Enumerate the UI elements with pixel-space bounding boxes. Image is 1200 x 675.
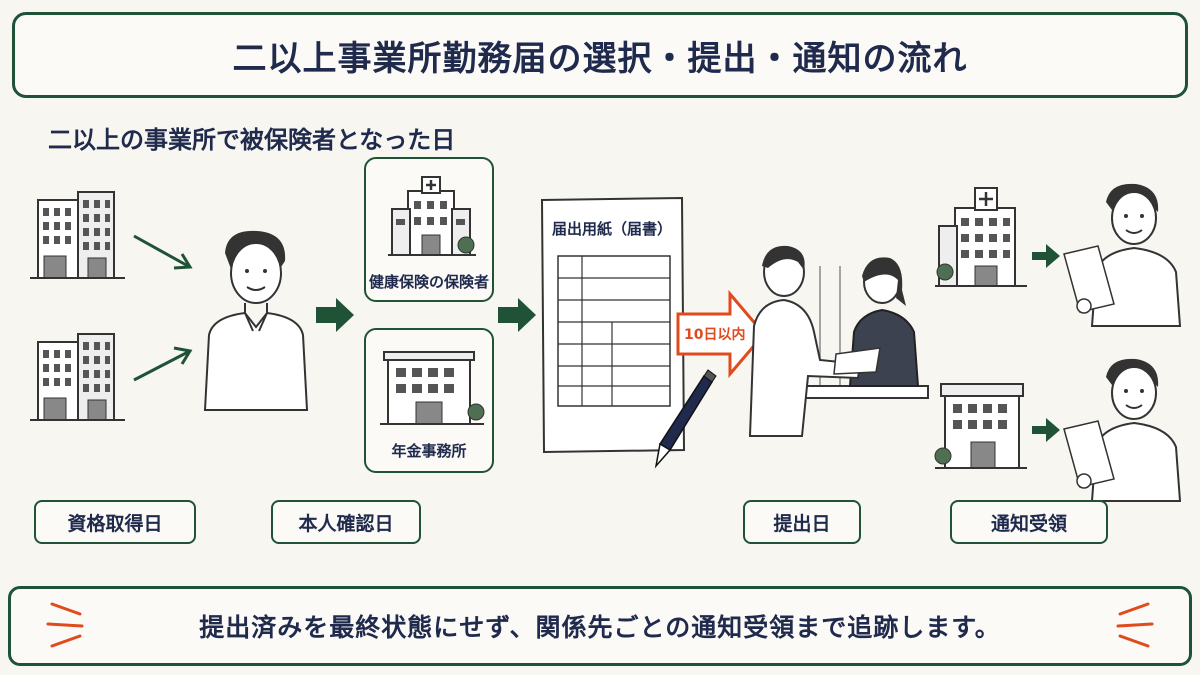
emphasis-lines-icon bbox=[46, 602, 84, 648]
pension-office-box: 年金事務所 bbox=[364, 328, 494, 473]
counter-submission-scene bbox=[748, 245, 929, 437]
form-document-icon bbox=[540, 196, 686, 454]
subtitle: 二以上の事業所で被保険者となった日 bbox=[48, 126, 456, 154]
person-reading-notice-icon bbox=[1063, 358, 1182, 502]
office-building-icon bbox=[380, 351, 485, 425]
flow-arrow-icon bbox=[498, 298, 536, 332]
health-insurer-box: 健康保険の保険者 bbox=[364, 157, 494, 302]
pen-icon bbox=[654, 369, 717, 469]
deadline-arrow-icon bbox=[676, 289, 766, 379]
small-arrow-icon bbox=[1032, 244, 1060, 268]
health-insurer-caption: 健康保険の保険者 bbox=[368, 273, 489, 291]
emphasis-lines-icon bbox=[1116, 602, 1154, 648]
small-arrow-icon bbox=[1032, 418, 1060, 442]
step-label-acquisition-date: 資格取得日 bbox=[34, 500, 196, 544]
hospital-icon bbox=[388, 176, 476, 256]
footer-box: 提出済みを最終状態にせず、関係先ごとの通知受領まで追跡します。 bbox=[8, 586, 1192, 666]
form-title: 届出用紙（届書） bbox=[552, 220, 673, 238]
diagonal-arrow-icon bbox=[133, 346, 193, 382]
title-box: 二以上事業所勤務届の選択・提出・通知の流れ bbox=[12, 12, 1188, 98]
footer-message: 提出済みを最終状態にせず、関係先ごとの通知受領まで追跡します。 bbox=[199, 613, 1001, 642]
company-building-icon bbox=[30, 333, 125, 421]
step-label-notice-receipt: 通知受領 bbox=[950, 500, 1108, 544]
deadline-label: 10日以内 bbox=[684, 327, 746, 343]
company-building-icon bbox=[30, 191, 125, 279]
pension-office-caption: 年金事務所 bbox=[391, 442, 467, 460]
diagonal-arrow-icon bbox=[133, 234, 193, 270]
hospital-icon bbox=[935, 187, 1027, 287]
flow-arrow-icon bbox=[316, 298, 354, 332]
step-label-submission-date: 提出日 bbox=[743, 500, 861, 544]
person-icon bbox=[203, 230, 309, 411]
office-building-icon bbox=[934, 383, 1027, 469]
step-label-confirmation-date: 本人確認日 bbox=[271, 500, 421, 544]
person-reading-notice-icon bbox=[1063, 183, 1182, 327]
page-title: 二以上事業所勤務届の選択・提出・通知の流れ bbox=[232, 38, 968, 79]
